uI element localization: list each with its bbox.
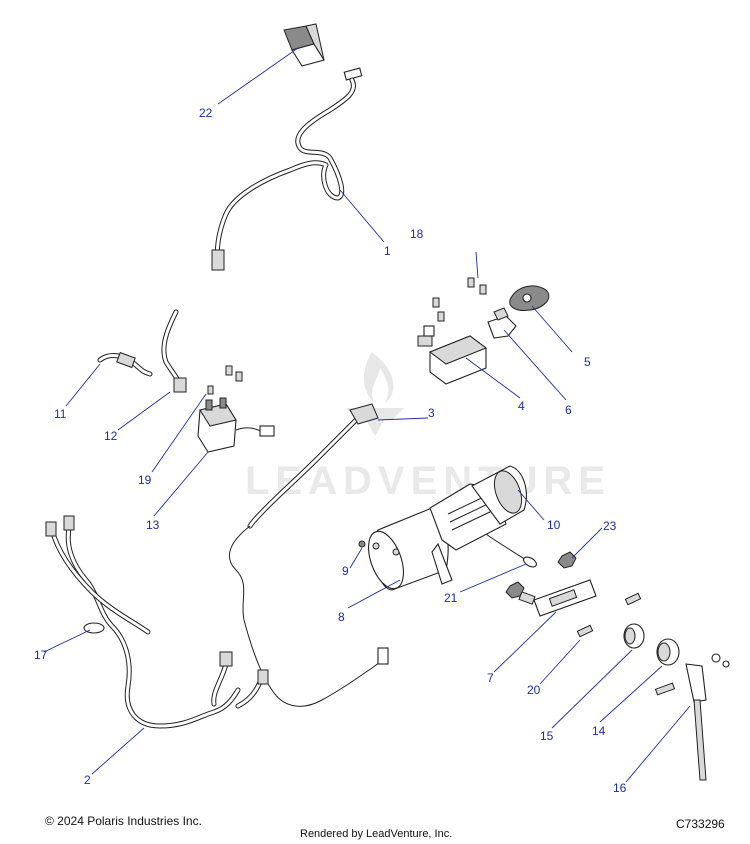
part-23-nut	[557, 551, 577, 569]
callout-22: 22	[199, 106, 213, 120]
part-13-solenoid	[197, 397, 275, 453]
part-16-hook-strap	[654, 653, 730, 781]
callout-7: 7	[487, 671, 494, 685]
part-6-clip	[487, 307, 517, 339]
part-2-battery-harness	[45, 515, 269, 729]
part-8-winch-motor	[368, 507, 449, 591]
part-20-bolt	[576, 592, 642, 638]
part-9-bolt	[358, 540, 366, 548]
callout-19: 19	[138, 473, 152, 487]
callout-11: 11	[54, 407, 67, 421]
part-22-connector	[283, 23, 363, 81]
callout-16: 16	[613, 781, 627, 795]
callout-15: 15	[540, 729, 554, 743]
callout-14: 14	[592, 724, 606, 738]
callout-4: 4	[518, 399, 525, 413]
callout-10: 10	[547, 518, 561, 532]
part-1-harness	[211, 77, 356, 271]
leadventure-watermark: LEADVENTURE	[245, 352, 611, 503]
part-18-screws	[432, 277, 487, 322]
part-21-wire-rope	[485, 533, 537, 568]
part-12-cable	[161, 309, 187, 393]
callout-23: 23	[603, 519, 617, 533]
part-7-fairlead	[518, 579, 597, 617]
part-nut-small	[505, 581, 525, 599]
copyright-text: © 2024 Polaris Industries Inc.	[45, 814, 202, 828]
callout-21: 21	[444, 591, 458, 605]
part-15-stopper	[623, 623, 645, 649]
callout-12: 12	[104, 429, 118, 443]
part-11-cable	[97, 351, 153, 377]
part-10-winch-drum	[429, 465, 527, 585]
callout-20: 20	[527, 683, 541, 697]
callout-17: 17	[34, 648, 48, 662]
rendered-by-text: Rendered by LeadVenture, Inc.	[300, 828, 453, 840]
callout-18: 18	[410, 227, 424, 241]
part-5-remote	[509, 285, 550, 311]
callout-13: 13	[146, 518, 160, 532]
callout-9: 9	[342, 564, 349, 578]
leader-lines	[43, 47, 691, 783]
part-3-winch-harness	[229, 403, 389, 707]
watermark-flame-icon	[363, 352, 394, 404]
drawing-number: C733296	[676, 817, 725, 831]
callout-labels: 22 1 18 5 4 6 3 10 23 9 8 21 7 20 15 14 …	[34, 106, 627, 795]
callout-8: 8	[338, 610, 345, 624]
part-14-stopper	[656, 638, 680, 666]
callout-6: 6	[565, 403, 572, 417]
callout-3: 3	[428, 406, 435, 420]
callout-2: 2	[84, 773, 91, 787]
watermark-text: LEADVENTURE	[245, 459, 611, 503]
callout-1: 1	[384, 244, 391, 258]
callout-5: 5	[584, 355, 591, 369]
part-19-screws	[207, 365, 243, 395]
part-4-control-module	[417, 325, 488, 385]
